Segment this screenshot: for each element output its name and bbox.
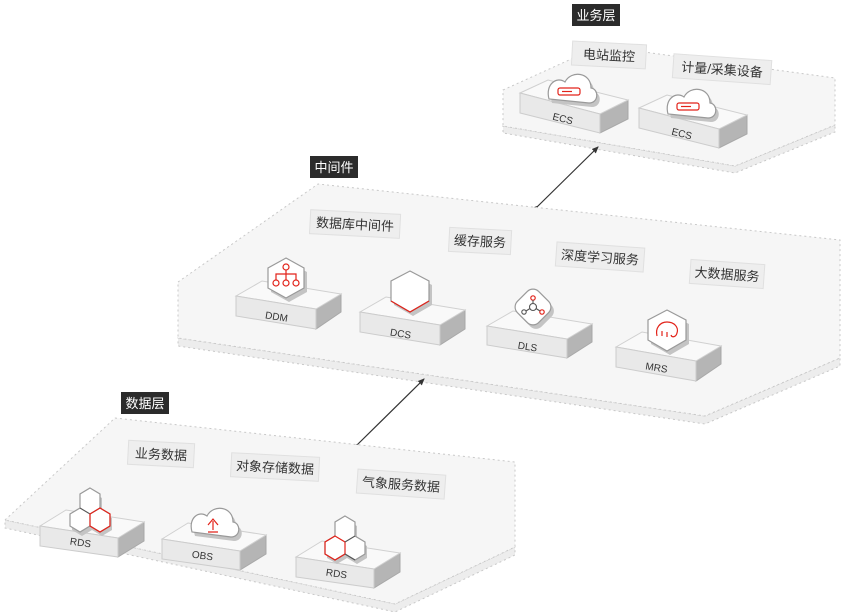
service-label: MRS <box>645 361 669 375</box>
svg-text:业务数据: 业务数据 <box>135 446 188 464</box>
service-block-mrs[interactable]: MRS <box>614 309 723 382</box>
svg-text:大数据服务: 大数据服务 <box>694 265 760 284</box>
object-storage-icon <box>190 507 242 541</box>
relational-database-icon <box>69 487 112 536</box>
service-label: RDS <box>69 537 92 551</box>
service-label: ECS <box>551 112 574 128</box>
service-block-rds-1[interactable]: RDS <box>38 487 146 558</box>
category-label-cache-service: 缓存服务 <box>447 226 513 256</box>
service-label: RDS <box>325 568 348 582</box>
service-block-ecs-2[interactable]: ECS <box>637 88 749 149</box>
connector-arrow-middleware-data <box>351 378 425 451</box>
cloud-server-icon <box>547 73 600 107</box>
service-block-dcs[interactable]: DCS <box>358 270 467 346</box>
service-label: OBS <box>191 550 214 564</box>
middleware-layer: 中间件 数据库中间件 缓存服务 深度学习服务 大数据服务 DDM <box>177 156 841 425</box>
service-label: DDM <box>264 310 288 324</box>
deep-learning-icon <box>514 288 554 329</box>
connector-arrow-business-middleware <box>531 146 599 213</box>
svg-text:电站监控: 电站监控 <box>583 47 636 65</box>
svg-text:深度学习服务: 深度学习服务 <box>561 247 640 267</box>
business-layer: 业务层 电站监控 计量/采集设备 ECS <box>502 4 836 174</box>
cloud-server-icon <box>666 88 719 122</box>
category-label-business-data: 业务数据 <box>126 439 196 469</box>
svg-text:对象存储数据: 对象存储数据 <box>236 458 315 477</box>
service-label: DCS <box>389 327 412 341</box>
big-data-icon <box>647 309 689 355</box>
service-block-ddm[interactable]: DDM <box>234 257 343 330</box>
svg-text:计量/采集设备: 计量/采集设备 <box>681 59 763 80</box>
cache-icon <box>390 270 432 316</box>
category-label-deep-learning-service: 深度学习服务 <box>554 241 646 273</box>
data-layer-title: 数据层 <box>125 396 164 411</box>
category-label-station-monitoring: 电站监控 <box>570 40 648 70</box>
service-block-dls[interactable]: DLS <box>485 286 594 359</box>
service-label: DLS <box>517 341 538 355</box>
category-label-big-data-service: 大数据服务 <box>688 258 766 290</box>
distributed-database-icon <box>267 257 307 302</box>
category-label-metering-devices: 计量/采集设备 <box>671 53 773 86</box>
svg-text:数据库中间件: 数据库中间件 <box>316 215 395 234</box>
svg-text:气象服务数据: 气象服务数据 <box>362 474 441 494</box>
relational-database-icon <box>324 515 367 564</box>
category-label-database-middleware: 数据库中间件 <box>308 209 402 239</box>
service-label: ECS <box>670 127 693 143</box>
data-layer-tag: 数据层 <box>121 392 169 414</box>
data-layer: 数据层 业务数据 对象存储数据 气象服务数据 RDS <box>3 392 516 613</box>
service-block-rds-2[interactable]: RDS <box>294 515 402 589</box>
data-platform-side <box>4 519 516 613</box>
middleware-layer-tag: 中间件 <box>310 156 358 178</box>
business-layer-title: 业务层 <box>576 8 615 23</box>
middleware-layer-title: 中间件 <box>314 160 353 175</box>
category-label-object-storage-data: 对象存储数据 <box>229 452 321 482</box>
svg-text:缓存服务: 缓存服务 <box>454 233 507 251</box>
category-label-weather-service-data: 气象服务数据 <box>355 468 447 500</box>
business-layer-tag: 业务层 <box>572 4 620 26</box>
service-block-obs[interactable]: OBS <box>160 507 268 571</box>
service-block-ecs-1[interactable]: ECS <box>518 73 630 134</box>
